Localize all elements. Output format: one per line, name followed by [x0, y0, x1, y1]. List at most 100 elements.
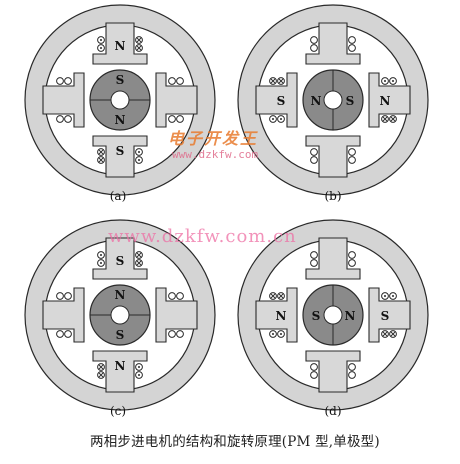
- stator-pole-label-top: S: [116, 254, 125, 268]
- winding-mark: [310, 363, 318, 371]
- stator-pole-top: [305, 22, 361, 65]
- winding-mark: [176, 77, 184, 85]
- winding-mark: [64, 77, 72, 85]
- current-dot-mark: [138, 151, 140, 153]
- current-dot-mark: [392, 80, 394, 82]
- motor-panel-1: S N N S (a): [24, 4, 216, 203]
- current-cross-mark: [382, 116, 388, 122]
- stator-pole-bottom: [92, 135, 148, 178]
- stator-pole-label-bottom: S: [116, 144, 125, 158]
- current-cross-mark: [98, 364, 104, 370]
- stator-pole-label-left: S: [277, 94, 286, 108]
- stator-pole-right: [368, 72, 411, 128]
- stator-pole-top: [305, 237, 361, 280]
- winding-mark: [56, 115, 64, 123]
- current-cross-mark: [136, 260, 142, 266]
- stator-pole-bottom: [305, 135, 361, 178]
- stator-pole-right: [155, 72, 198, 128]
- rotor-shaft: [110, 305, 130, 325]
- figure-caption: 两相步进电机的结构和旋转原理(PM 型,单极型): [90, 434, 380, 450]
- current-dot-mark: [100, 262, 102, 264]
- winding-mark: [310, 371, 318, 379]
- current-cross-mark: [382, 331, 388, 337]
- winding-mark: [176, 330, 184, 338]
- current-dot-mark: [392, 295, 394, 297]
- watermark-site-large: www.dzkfw.com.cn: [108, 226, 297, 247]
- winding-mark: [56, 77, 64, 85]
- current-dot-mark: [272, 333, 274, 335]
- watermark-logo-text: 电子开发王: [168, 129, 259, 148]
- current-dot-mark: [138, 366, 140, 368]
- current-cross-mark: [136, 37, 142, 43]
- rotor-pole-label: S: [346, 94, 355, 108]
- winding-mark: [310, 36, 318, 44]
- current-cross-mark: [270, 78, 276, 84]
- winding-mark: [310, 251, 318, 259]
- winding-mark: [348, 251, 356, 259]
- winding-mark: [348, 156, 356, 164]
- stator-pole-label-right: S: [381, 309, 390, 323]
- winding-mark: [310, 44, 318, 52]
- current-dot-mark: [384, 80, 386, 82]
- rotor-shaft: [110, 90, 130, 110]
- winding-mark: [310, 156, 318, 164]
- current-dot-mark: [280, 118, 282, 120]
- current-cross-mark: [136, 45, 142, 51]
- rotor-pole-label: N: [115, 288, 126, 302]
- winding-mark: [64, 292, 72, 300]
- stator-pole-left: [42, 72, 85, 128]
- stator-pole-bottom: [92, 350, 148, 393]
- stator-pole-left: [255, 287, 298, 343]
- stator-pole-top: [92, 22, 148, 65]
- rotor-pole-label: S: [116, 73, 125, 87]
- rotor-pole-label: N: [115, 113, 126, 127]
- winding-mark: [168, 115, 176, 123]
- current-dot-mark: [100, 47, 102, 49]
- winding-mark: [348, 371, 356, 379]
- current-dot-mark: [280, 333, 282, 335]
- winding-mark: [56, 292, 64, 300]
- current-dot-mark: [138, 374, 140, 376]
- winding-mark: [64, 115, 72, 123]
- panel-label: (b): [324, 189, 341, 203]
- rotor-shaft: [323, 90, 343, 110]
- current-cross-mark: [278, 293, 284, 299]
- stator-pole-right: [155, 287, 198, 343]
- winding-mark: [56, 330, 64, 338]
- winding-mark: [348, 363, 356, 371]
- stator-pole-top: [92, 237, 148, 280]
- current-dot-mark: [272, 118, 274, 120]
- winding-mark: [348, 148, 356, 156]
- rotor-shaft: [323, 305, 343, 325]
- winding-mark: [310, 148, 318, 156]
- stator-pole-label-bottom: N: [115, 359, 126, 373]
- stator-pole-label-right: N: [380, 94, 391, 108]
- rotor-pole-label: N: [345, 309, 356, 323]
- winding-mark: [168, 292, 176, 300]
- winding-mark: [348, 36, 356, 44]
- current-dot-mark: [100, 39, 102, 41]
- winding-mark: [64, 330, 72, 338]
- panel-label: (a): [110, 189, 127, 203]
- winding-mark: [168, 330, 176, 338]
- stator-pole-label-top: N: [115, 39, 126, 53]
- current-cross-mark: [390, 116, 396, 122]
- winding-mark: [348, 259, 356, 267]
- watermark-site-small: www.dzkfw.com: [172, 148, 259, 161]
- current-dot-mark: [100, 254, 102, 256]
- winding-mark: [168, 77, 176, 85]
- current-cross-mark: [98, 149, 104, 155]
- winding-mark: [348, 44, 356, 52]
- stator-pole-left: [255, 72, 298, 128]
- rotor-pole-label: S: [312, 309, 321, 323]
- stator-pole-label-left: N: [276, 309, 287, 323]
- current-cross-mark: [390, 331, 396, 337]
- current-cross-mark: [270, 293, 276, 299]
- current-cross-mark: [136, 252, 142, 258]
- panel-label: (c): [110, 404, 126, 418]
- current-cross-mark: [98, 372, 104, 378]
